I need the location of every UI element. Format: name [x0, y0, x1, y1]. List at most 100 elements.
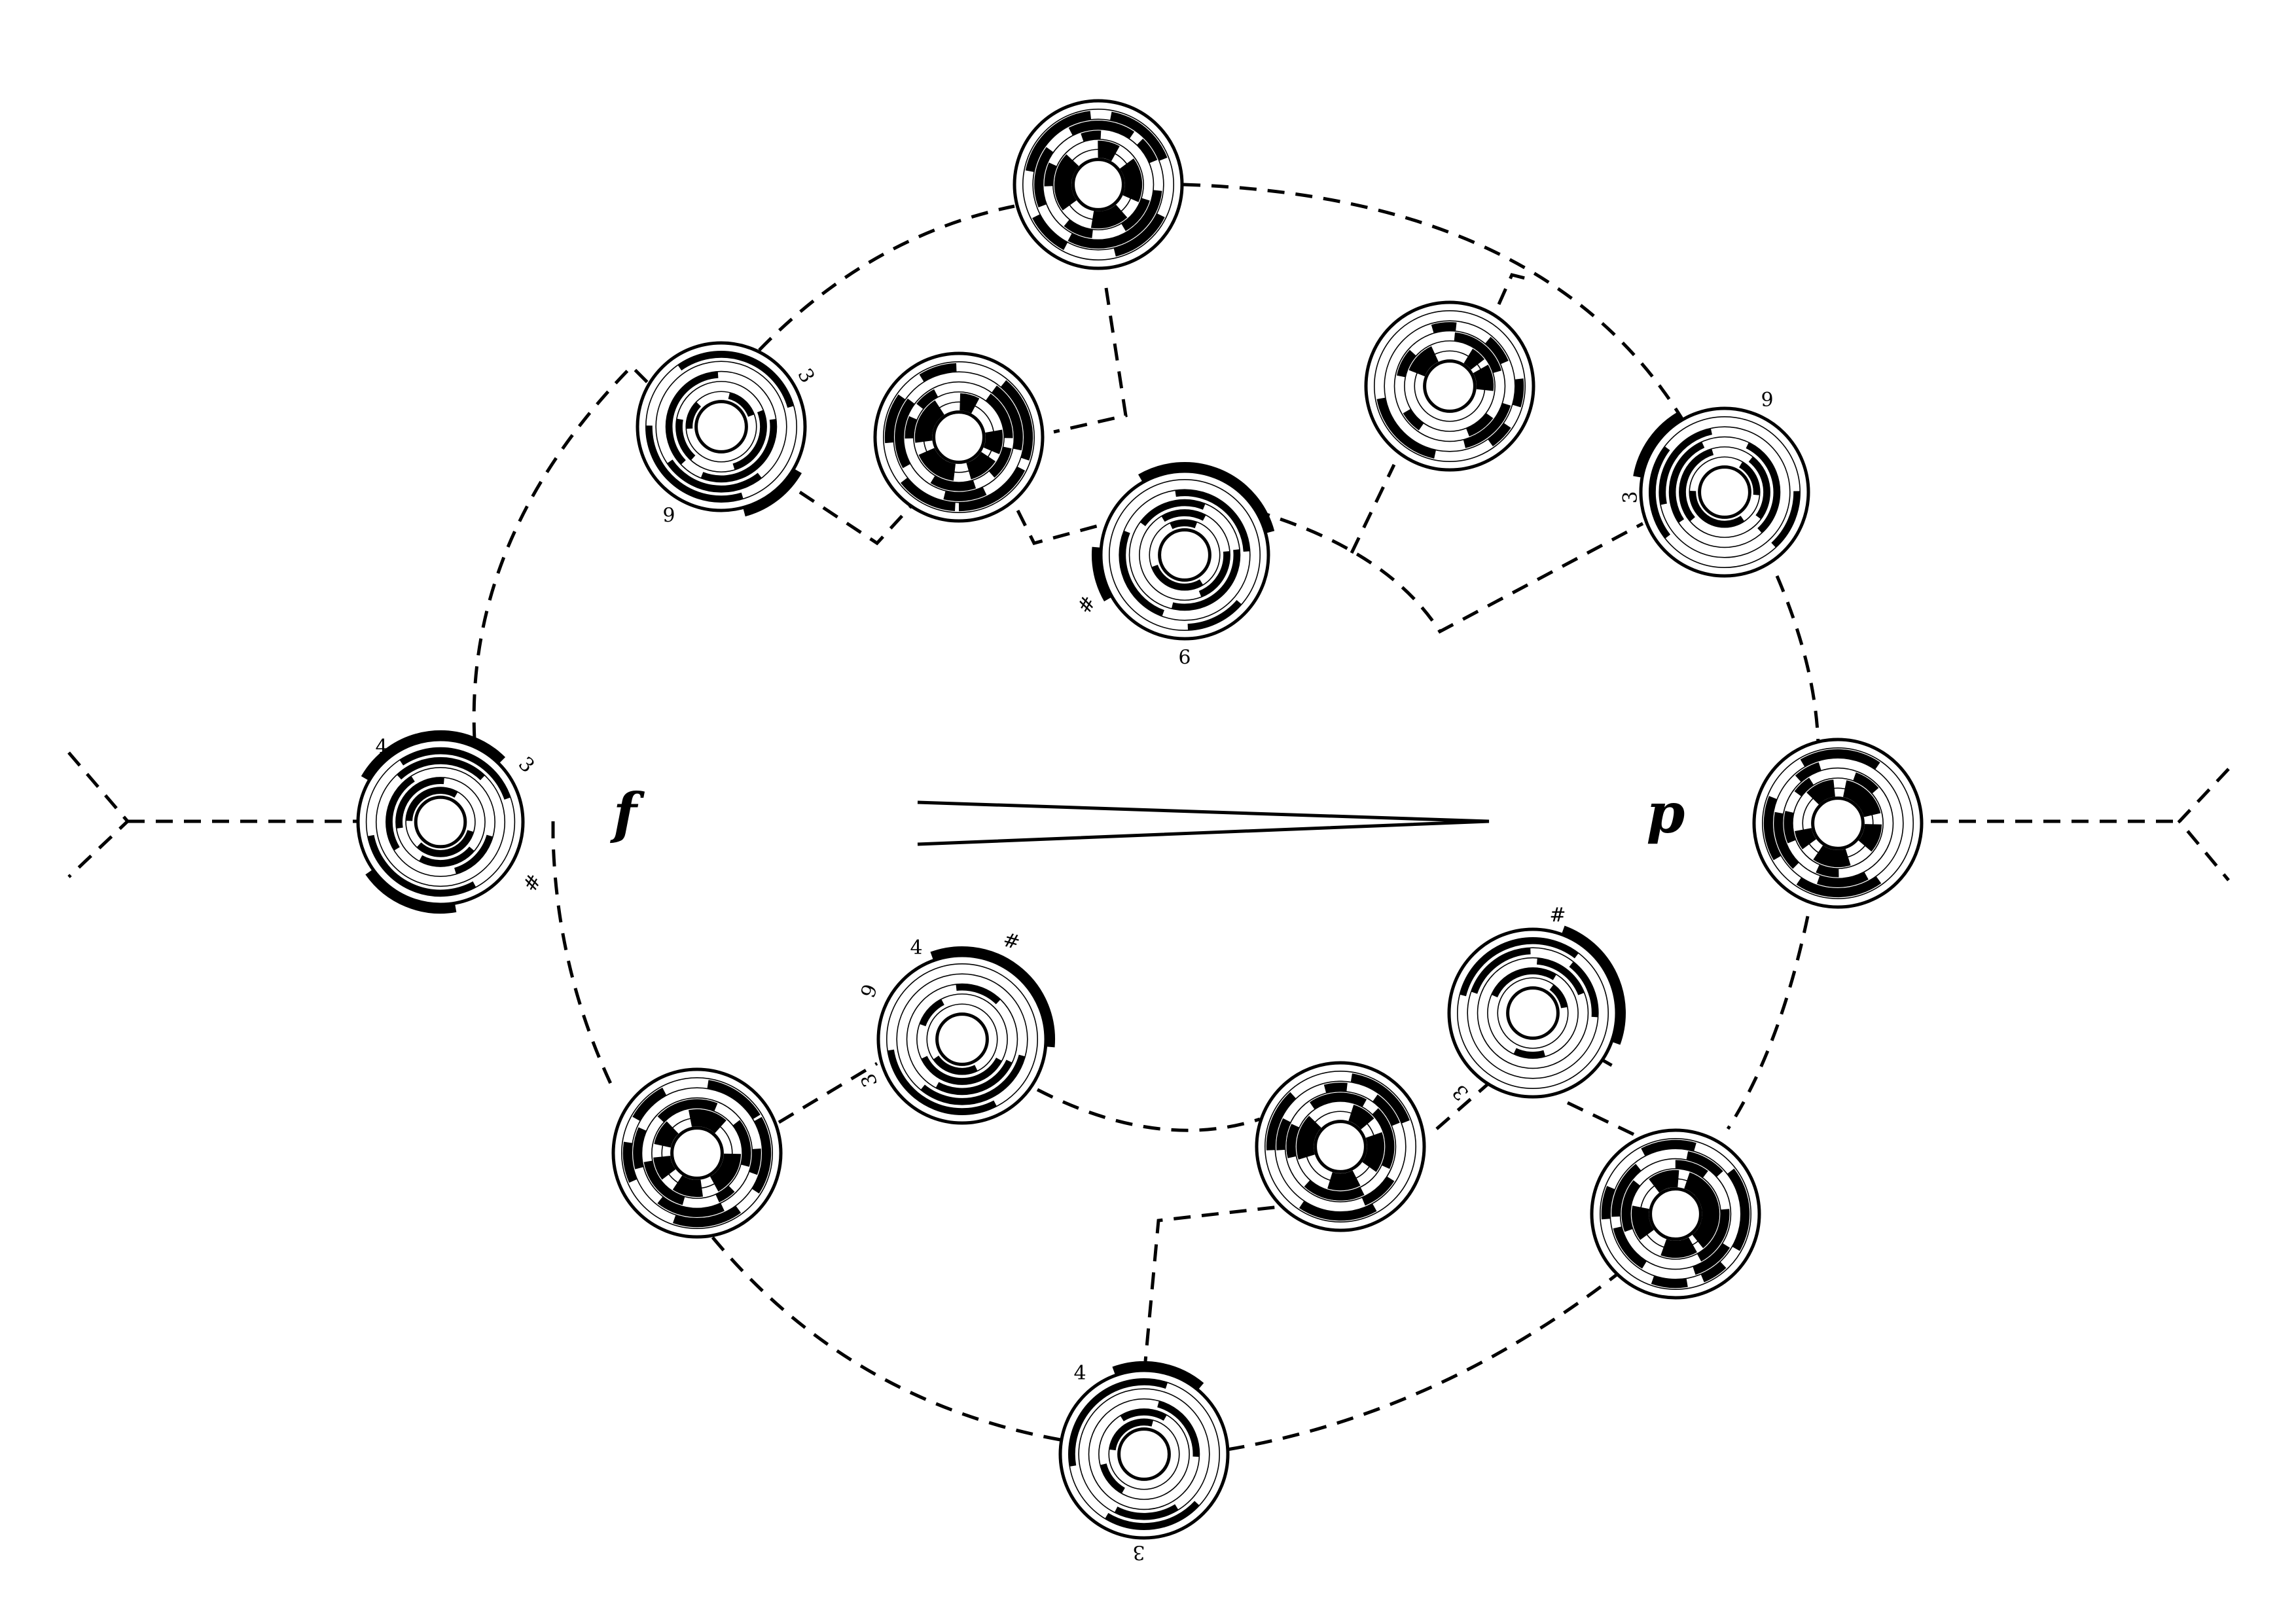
block-sector — [657, 1196, 725, 1217]
block-sector — [1376, 397, 1436, 459]
numeral-label: 4 — [910, 936, 922, 959]
block-sector — [1784, 811, 1796, 844]
block-sector — [707, 1080, 761, 1120]
path-c-top-to-right — [1183, 183, 1684, 420]
block-sector — [1700, 1261, 1727, 1283]
block-sector — [1641, 1139, 1696, 1156]
block-sector — [1121, 198, 1150, 232]
outer-arc — [1138, 462, 1275, 533]
arc-segment — [888, 1049, 997, 1115]
ring-node — [1092, 462, 1275, 641]
block-sector — [673, 1205, 742, 1228]
block-sector — [1372, 1108, 1395, 1169]
block-sector — [992, 385, 1023, 451]
block-sector — [1727, 1168, 1750, 1251]
ring-node — [873, 351, 1045, 523]
arc-segment — [956, 984, 1001, 1005]
numeral-label: 6 — [662, 502, 675, 525]
block-sector — [884, 394, 906, 444]
path-g-bottom-left — [706, 1229, 1061, 1442]
ring-node — [1013, 99, 1184, 270]
path-d-right-down — [1775, 575, 1820, 747]
outer-arc — [361, 730, 506, 781]
path-k-inner-mid — [1016, 509, 1107, 545]
block-sector — [1454, 332, 1501, 373]
path-o-lower-inner — [778, 1061, 878, 1124]
arc-segment — [728, 392, 755, 418]
numeral-label: 3 — [793, 365, 819, 387]
entry-fork — [67, 751, 130, 878]
block-sector — [1800, 749, 1880, 770]
block-sector — [1843, 780, 1881, 817]
block-sector — [1068, 120, 1135, 139]
block-sector — [1113, 213, 1165, 257]
arc-segment — [1105, 1501, 1200, 1530]
arc-segment — [1679, 448, 1714, 522]
arc-segment — [920, 1054, 1026, 1105]
block-sector — [1032, 214, 1068, 251]
arc-segment — [1171, 549, 1240, 611]
path-p-lower-curve — [1036, 1088, 1261, 1132]
numeral-label: 3 — [1132, 1541, 1145, 1563]
arc-segment — [1151, 564, 1204, 590]
block-sector — [1000, 380, 1033, 461]
arc-segment — [416, 830, 474, 857]
block-sector — [1853, 772, 1879, 794]
arc-segment — [1746, 442, 1780, 533]
connection-lines — [67, 183, 2230, 1452]
block-sector — [1067, 233, 1122, 249]
ring-node — [1633, 406, 1810, 578]
block-sector — [1649, 1169, 1679, 1193]
block-sector — [1266, 1092, 1297, 1150]
block-sector — [1403, 408, 1424, 431]
block-sector — [905, 416, 918, 439]
ring-node — [356, 730, 525, 914]
ring-node — [1590, 1128, 1761, 1300]
arc-segment — [1549, 984, 1568, 1008]
ring-node — [1364, 300, 1535, 472]
arc-segment — [1689, 491, 1745, 527]
block-sector — [895, 399, 915, 469]
path-a-upper-left — [472, 364, 649, 740]
arc-segment — [1120, 1408, 1167, 1421]
arc-segment — [1471, 948, 1531, 994]
block-sector — [983, 429, 1003, 454]
block-sector — [916, 389, 939, 410]
ring-nodes — [356, 99, 1924, 1540]
block-sector — [1813, 845, 1851, 868]
arc-segment — [1187, 599, 1242, 631]
block-sector — [1327, 1170, 1361, 1191]
dynamic-piano: p — [1647, 781, 1685, 846]
ring-node — [1447, 925, 1626, 1099]
arc-segment — [1161, 509, 1206, 522]
block-sector — [751, 1116, 772, 1194]
outer-arc — [1562, 925, 1626, 1045]
block-sector — [901, 477, 956, 511]
block-sector — [1054, 158, 1077, 207]
arc-segment — [686, 402, 702, 429]
ring-node — [1255, 1061, 1426, 1232]
exit-fork — [2177, 768, 2230, 882]
arc-segment — [1748, 456, 1770, 520]
arc-segment — [1114, 1504, 1179, 1520]
block-sector — [919, 363, 957, 382]
block-sector — [1408, 346, 1439, 377]
arc-segment — [1569, 961, 1598, 1018]
block-sector — [715, 1185, 735, 1203]
path-q-lower-to-bottom — [1143, 1202, 1303, 1362]
arc-segment — [1068, 1378, 1168, 1467]
sharp-sign: # — [518, 870, 547, 896]
numeral-label: 4 — [1073, 1362, 1086, 1385]
diminuendo-hairpin — [917, 800, 1490, 846]
block-sector — [1296, 1116, 1321, 1160]
arc-segment — [1170, 520, 1198, 529]
numeral-label: 9 — [1761, 389, 1773, 412]
arc-segment — [919, 999, 944, 1027]
numeral-label: 9 — [857, 982, 882, 1001]
arc-segment — [1100, 1463, 1126, 1494]
block-sector — [1692, 1205, 1720, 1249]
arc-segment — [397, 757, 485, 781]
block-sector — [1463, 348, 1485, 370]
block-sector — [1397, 349, 1416, 378]
